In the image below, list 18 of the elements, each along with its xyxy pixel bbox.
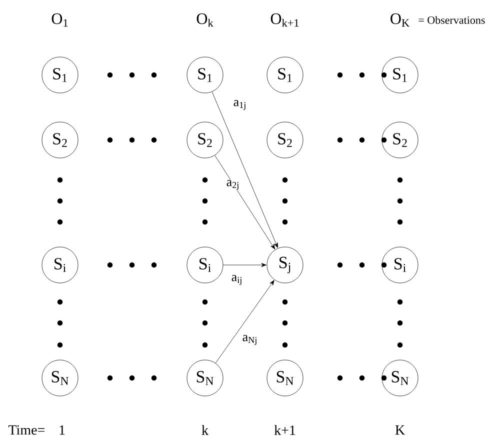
- observation-label: O$_{k}$: [196, 13, 214, 27]
- arrow: [212, 92, 278, 248]
- edge-label: a$_{2j}$: [226, 180, 240, 190]
- edge-label: a$_{ij}$: [230, 274, 244, 286]
- observation-label: O$_{K}$: [390, 13, 410, 27]
- edge-label: a$_{Nj}$: [242, 334, 258, 346]
- time-value: K: [395, 425, 405, 435]
- observation-note: = Observations: [418, 16, 485, 24]
- observation-label: O$_{1}$: [52, 13, 68, 27]
- arrow: [215, 280, 274, 364]
- arrow: [223, 263, 266, 267]
- time-value: k: [202, 425, 209, 435]
- time-value: k+1: [274, 425, 296, 435]
- time-label: Time=: [8, 425, 44, 435]
- observation-label: O$_{k+1}$: [270, 13, 299, 27]
- time-value: 1: [60, 425, 65, 435]
- arrow: [214, 155, 276, 250]
- edge-label: a$_{1j}$: [232, 100, 248, 110]
